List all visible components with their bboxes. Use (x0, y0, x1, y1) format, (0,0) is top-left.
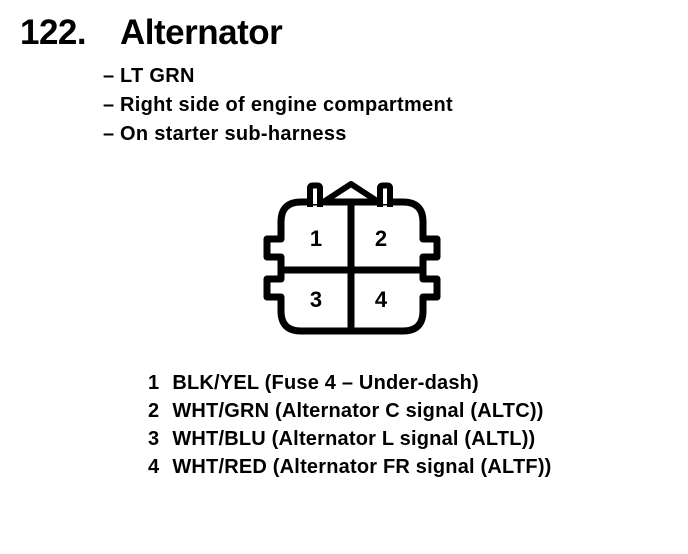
cavity-2-label: 2 (375, 226, 387, 251)
connector-lock-ridge-icon (320, 181, 382, 206)
note-dash: – (103, 65, 115, 87)
connector-tab-right (377, 182, 393, 207)
connector-diagram: 1 2 3 4 (263, 181, 441, 335)
pin-row: 2 WHT/GRN (Alternator C signal (ALTC)) (148, 397, 552, 425)
pin-label: WHT/GRN (Alternator C signal (ALTC)) (172, 400, 544, 422)
pin-list: 1 BLK/YEL (Fuse 4 – Under-dash) 2 WHT/GRN … (148, 369, 552, 481)
cavity-1-label: 1 (310, 226, 322, 251)
title-text: Alternator (120, 13, 283, 52)
pin-number: 2 (148, 400, 160, 422)
item-number: 122. (20, 13, 87, 52)
pin-number: 3 (148, 428, 160, 450)
pin-label: WHT/BLU (Alternator L signal (ALTL)) (172, 428, 536, 450)
note-line: –Right side of engine compartment (103, 91, 453, 120)
pin-number: 1 (148, 372, 160, 394)
pin-number: 4 (148, 456, 160, 478)
note-line: –LT GRN (103, 62, 453, 91)
page-title: 122. Alternator (20, 13, 283, 52)
pin-row: 1 BLK/YEL (Fuse 4 – Under-dash) (148, 369, 552, 397)
connector-tab-left (307, 182, 323, 207)
note-line: –On starter sub-harness (103, 120, 453, 149)
pin-row: 3 WHT/BLU (Alternator L signal (ALTL)) (148, 425, 552, 453)
pin-label: WHT/RED (Alternator FR signal (ALTF)) (172, 456, 552, 478)
pin-label: BLK/YEL (Fuse 4 – Under-dash) (172, 372, 479, 394)
pin-row: 4 WHT/RED (Alternator FR signal (ALTF)) (148, 453, 552, 481)
note-dash: – (103, 94, 115, 116)
note-text: On starter sub-harness (120, 123, 347, 145)
note-text: LT GRN (120, 65, 195, 87)
note-dash: – (103, 123, 115, 145)
location-notes: –LT GRN –Right side of engine compartmen… (103, 62, 453, 149)
note-text: Right side of engine compartment (120, 94, 453, 116)
cavity-4-label: 4 (375, 287, 388, 312)
cavity-3-label: 3 (310, 287, 322, 312)
